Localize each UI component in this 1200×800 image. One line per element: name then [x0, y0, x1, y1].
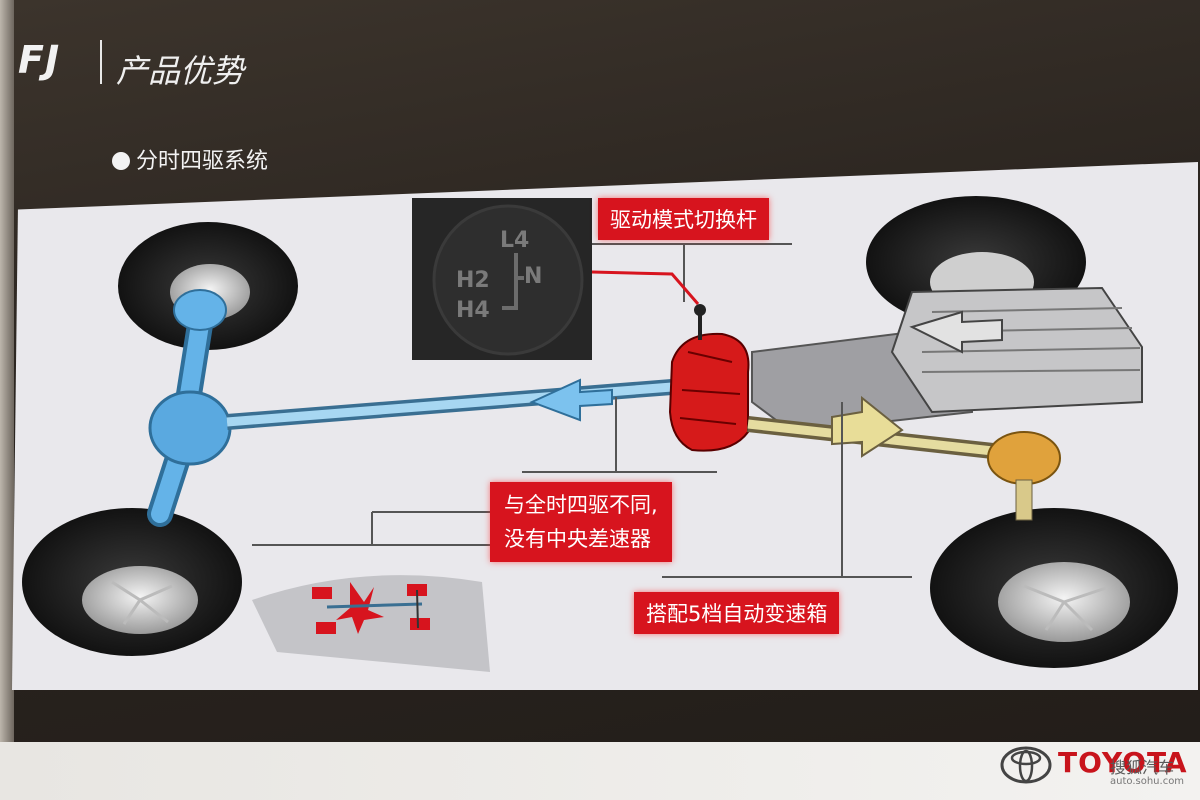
shift-label-l4: L4	[500, 228, 530, 253]
fj-logo: FJ	[18, 38, 61, 82]
transfer-case	[668, 304, 750, 452]
toyota-wordmark: TOYOTA	[1058, 746, 1188, 779]
subtitle-text: 分时四驱系统	[136, 149, 269, 174]
screen-bezel	[0, 0, 14, 800]
watermark-url: auto.sohu.com	[1110, 776, 1185, 787]
wheel-front-right	[22, 508, 242, 656]
callout-no-center-diff: 与全时四驱不同, 没有中央差速器	[490, 482, 672, 562]
mini-drivetrain-schematic	[252, 575, 490, 672]
shift-label-h4: H4	[456, 298, 490, 323]
watermark-text: 搜狐汽车	[1110, 758, 1175, 777]
slide-subtitle: 分时四驱系统	[112, 143, 268, 175]
shift-label-n: N	[524, 264, 543, 289]
drivetrain-diagram-panel	[12, 162, 1198, 690]
shifter-inset: L4 N H2 H4	[412, 198, 592, 360]
shift-label-h2: H2	[456, 268, 490, 293]
transmission-block	[751, 286, 1143, 434]
callout-no-center-diff-line2: 没有中央差速器	[504, 527, 651, 551]
title-divider	[100, 40, 102, 84]
toyota-emblem-icon	[1000, 746, 1052, 784]
callout-no-center-diff-line1: 与全时四驱不同,	[504, 493, 658, 517]
rear-drive-arrow	[831, 395, 904, 458]
front-axle	[147, 289, 232, 527]
shift-pattern	[432, 204, 584, 356]
callout-shift-lever: 驱动模式切换杆	[598, 198, 769, 240]
drivetrain-diagram	[22, 196, 1178, 672]
callout-transmission: 搭配5档自动变速箱	[634, 592, 840, 634]
callout-leaders	[252, 243, 912, 578]
wheel-rear-right	[930, 508, 1178, 668]
front-drive-arrow	[529, 378, 613, 422]
footer-bar	[0, 742, 1200, 800]
section-title: 产品优势	[116, 52, 245, 90]
front-driveshaft	[226, 378, 673, 430]
rear-differential	[987, 431, 1061, 485]
rear-driveshaft	[747, 395, 1061, 521]
bullet-icon	[112, 152, 130, 170]
